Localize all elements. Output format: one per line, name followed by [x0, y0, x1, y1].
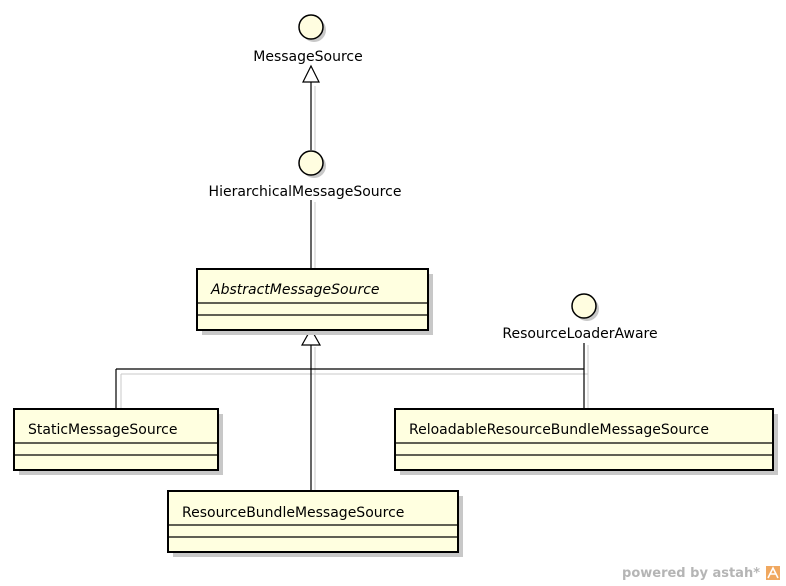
realization-abstract-to-hierarchical: [310, 200, 316, 270]
class-name: ResourceBundleMessageSource: [182, 505, 404, 521]
generalization-hierarchical-to-messagesource: [302, 64, 320, 152]
interface-label: HierarchicalMessageSource: [209, 184, 402, 200]
class-name: StaticMessageSource: [28, 422, 177, 438]
realization-reloadable-to-resourceloaderaware: [583, 343, 589, 410]
interface-label: ResourceLoaderAware: [502, 326, 657, 342]
class-name: AbstractMessageSource: [210, 282, 380, 298]
interface-label: MessageSource: [253, 49, 362, 65]
interface-hierarchical-message-source[interactable]: HierarchicalMessageSource: [209, 150, 402, 200]
generalization-subclasses-to-abstract: [115, 327, 589, 492]
astah-watermark: powered by astah*: [622, 566, 760, 581]
interface-message-source[interactable]: MessageSource: [253, 14, 363, 65]
class-name: ReloadableResourceBundleMessageSource: [409, 422, 709, 438]
interface-resource-loader-aware[interactable]: ResourceLoaderAware: [502, 293, 658, 342]
class-abstract-message-source[interactable]: AbstractMessageSource: [196, 268, 433, 335]
class-static-message-source[interactable]: StaticMessageSource: [13, 408, 223, 475]
class-resource-bundle-message-source[interactable]: ResourceBundleMessageSource: [167, 490, 463, 557]
astah-logo-icon: [766, 566, 780, 580]
class-reloadable-resource-bundle-message-source[interactable]: ReloadableResourceBundleMessageSource: [394, 408, 778, 475]
